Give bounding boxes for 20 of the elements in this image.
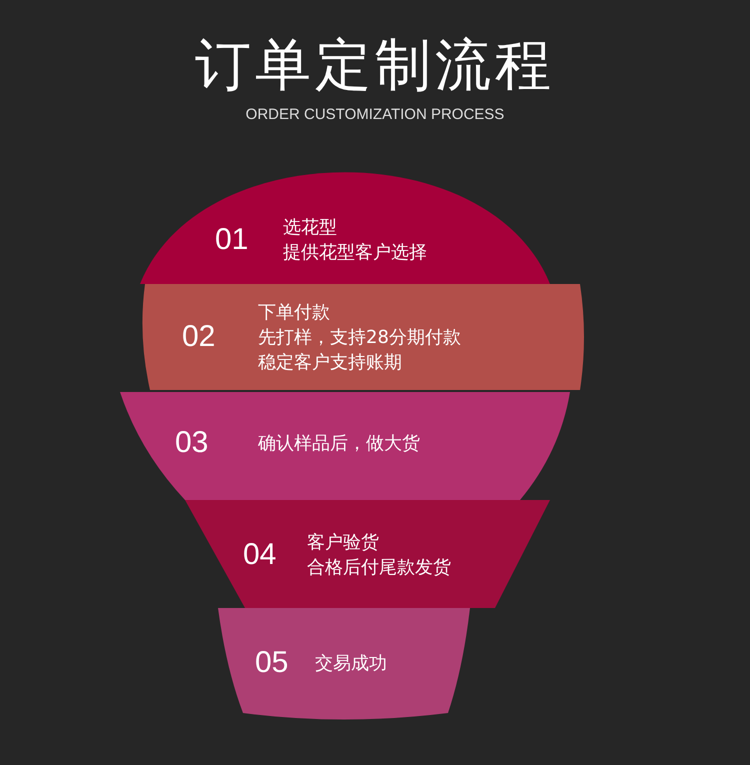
step-title: 选花型 <box>283 216 337 240</box>
subtitle: ORDER CUSTOMIZATION PROCESS <box>244 105 506 125</box>
step-number: 04 <box>243 537 276 573</box>
bulb-segment <box>185 500 550 608</box>
step-description: 稳定客户支持账期 <box>258 350 402 374</box>
bulb-segment <box>120 392 570 500</box>
step-number: 05 <box>255 645 288 681</box>
step-description: 提供花型客户选择 <box>283 241 427 265</box>
step-number: 01 <box>215 222 248 258</box>
bulb-segment <box>140 284 585 390</box>
step-number: 02 <box>182 319 216 355</box>
title: 订单定制流程 <box>194 32 556 100</box>
step-description: 交易成功 <box>315 652 387 676</box>
step-title: 下单付款 <box>258 300 330 324</box>
step-description: 合格后付尾款发货 <box>307 556 451 580</box>
step-description: 确认样品后，做大货 <box>258 432 420 456</box>
step-title: 客户验货 <box>307 531 379 555</box>
step-number: 03 <box>175 425 208 461</box>
step-description: 先打样，支持28分期付款 <box>258 326 461 350</box>
bulb-segment <box>140 172 550 284</box>
